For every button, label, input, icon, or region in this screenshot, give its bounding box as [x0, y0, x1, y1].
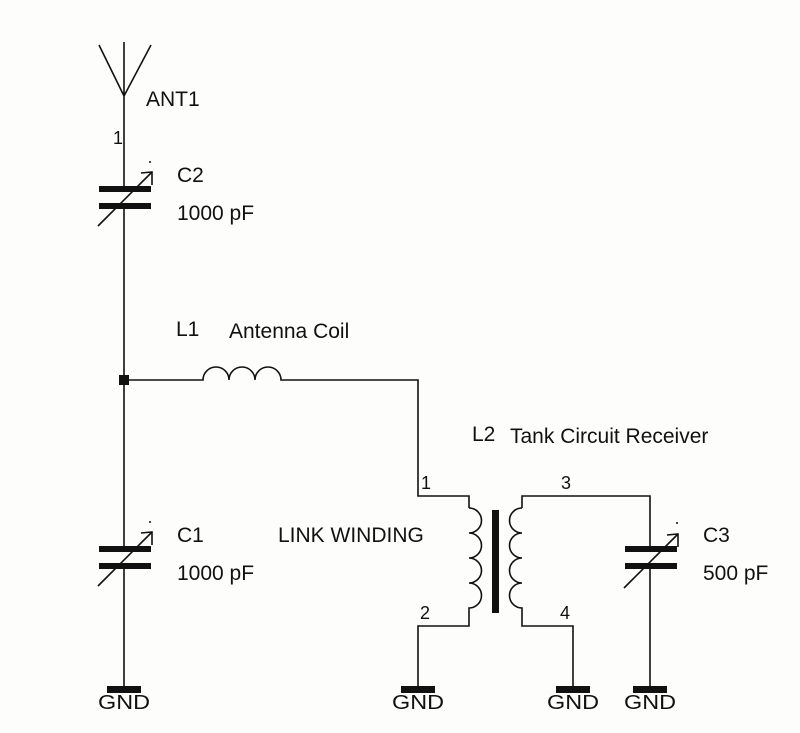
- ground-label: GND: [98, 692, 150, 714]
- l2-pin-4: 4: [560, 603, 570, 623]
- polarity-dot: [149, 521, 151, 523]
- l2-value-label: Tank Circuit Receiver: [510, 425, 708, 448]
- ground-icon: [107, 686, 141, 693]
- c1-value-label: 1000 pF: [177, 562, 254, 585]
- capacitor-c2[interactable]: C2 1000 pF: [97, 161, 254, 227]
- ground-label: GND: [392, 692, 444, 714]
- c1-ref-label: C1: [177, 524, 204, 547]
- ground-icon: [401, 686, 435, 693]
- secondary-coil-icon: [508, 507, 574, 688]
- capacitor-c1[interactable]: C1 1000 pF: [97, 521, 254, 587]
- variable-arrow-icon: [97, 531, 153, 587]
- ant1-pin-label: 1: [113, 128, 123, 148]
- ground-label: GND: [624, 692, 676, 714]
- ground-label: GND: [547, 692, 599, 714]
- inductor-coil-icon: [124, 366, 470, 508]
- c3-value-label: 500 pF: [703, 562, 768, 585]
- l1-ref-label: L1: [176, 318, 199, 341]
- ground-4[interactable]: GND: [624, 686, 676, 714]
- inductor-l1[interactable]: L1 Antenna Coil: [124, 318, 470, 508]
- variable-arrow-icon: [623, 533, 679, 589]
- l2-pin-3: 3: [561, 473, 571, 493]
- ground-3[interactable]: GND: [547, 686, 599, 714]
- antenna-icon: [98, 42, 152, 100]
- l2-ref-label: L2: [472, 423, 495, 446]
- ground-2[interactable]: GND: [392, 686, 444, 714]
- polarity-dot: [149, 161, 151, 163]
- capacitor-plate-top: [99, 186, 151, 192]
- ant1-ref-label: ANT1: [146, 88, 200, 111]
- c3-ref-label: C3: [703, 524, 730, 547]
- primary-coil-icon: [417, 507, 483, 688]
- transformer-l2[interactable]: L2 Tank Circuit Receiver LINK WINDING 1 …: [278, 423, 708, 688]
- capacitor-plate-bottom: [625, 563, 677, 569]
- capacitor-plate-bottom: [99, 203, 151, 209]
- ground-1[interactable]: GND: [98, 686, 150, 714]
- l1-value-label: Antenna Coil: [229, 320, 349, 343]
- c2-ref-label: C2: [177, 164, 204, 187]
- wire-secondary-to-c3: [521, 495, 651, 688]
- link-winding-label: LINK WINDING: [278, 524, 424, 547]
- antenna-ant1[interactable]: ANT1 1: [98, 42, 200, 148]
- l2-pin-1: 1: [421, 473, 431, 493]
- capacitor-plate-bottom: [99, 563, 151, 569]
- polarity-dot: [676, 522, 678, 524]
- ground-icon: [633, 686, 667, 693]
- ground-icon: [556, 686, 590, 693]
- l2-pin-2: 2: [420, 603, 430, 623]
- capacitor-plate-top: [625, 546, 677, 552]
- transformer-core: [492, 510, 499, 613]
- variable-arrow-icon: [97, 171, 153, 227]
- c2-value-label: 1000 pF: [177, 202, 254, 225]
- capacitor-c3[interactable]: C3 500 pF: [623, 522, 768, 589]
- capacitor-plate-top: [99, 546, 151, 552]
